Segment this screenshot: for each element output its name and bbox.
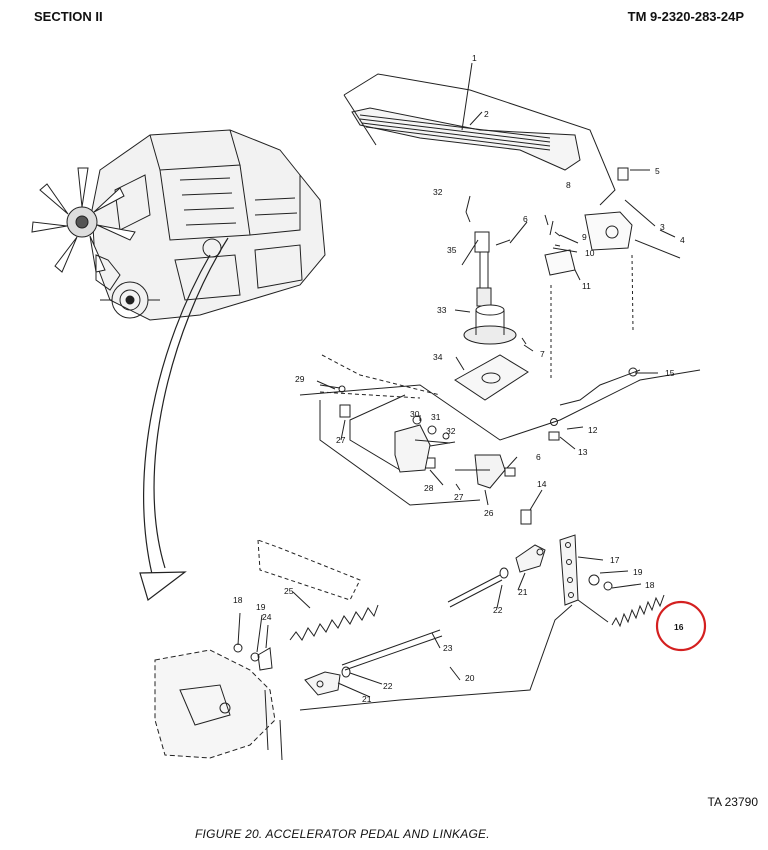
callout-25: 25 xyxy=(284,586,294,596)
callout-32: 32 xyxy=(433,187,443,197)
highlight-circle xyxy=(655,600,707,652)
callout-20: 20 xyxy=(465,673,475,683)
callout-16: 16 xyxy=(674,622,684,632)
callout-8: 8 xyxy=(566,180,571,190)
callout-14: 14 xyxy=(537,479,547,489)
callout-29: 29 xyxy=(295,374,305,384)
location-arrow xyxy=(153,237,229,569)
callout-7: 7 xyxy=(540,349,545,359)
figure-caption: FIGURE 20. ACCELERATOR PEDAL AND LINKAGE… xyxy=(195,827,490,841)
callout-26: 26 xyxy=(484,508,494,518)
callout-27: 27 xyxy=(336,435,346,445)
callout-21: 21 xyxy=(518,587,528,597)
callout-9: 9 xyxy=(582,232,587,242)
callout-24: 24 xyxy=(262,612,272,622)
callout-28: 28 xyxy=(424,483,434,493)
callout-17: 17 xyxy=(610,555,620,565)
callout-18: 18 xyxy=(233,595,243,605)
callout-23: 23 xyxy=(443,643,453,653)
callout-19: 19 xyxy=(256,602,266,612)
callout-1: 1 xyxy=(472,53,477,63)
section-label: SECTION II xyxy=(34,9,103,24)
engine-illustration xyxy=(31,129,326,321)
accelerator-pedal xyxy=(351,107,581,171)
callout-22: 22 xyxy=(383,681,393,691)
callout-15: 15 xyxy=(665,368,675,378)
callout-13: 13 xyxy=(578,447,588,457)
callout-6: 6 xyxy=(536,452,541,462)
callout-32: 32 xyxy=(446,426,456,436)
callout-34: 34 xyxy=(433,352,443,362)
ta-number: TA 23790 xyxy=(707,795,758,809)
callout-5: 5 xyxy=(655,166,660,176)
callout-31: 31 xyxy=(431,412,441,422)
callout-4: 4 xyxy=(680,235,685,245)
callout-11: 11 xyxy=(582,281,591,291)
spring-16 xyxy=(611,594,665,628)
callout-21: 21 xyxy=(362,694,372,704)
callout-35: 35 xyxy=(447,245,457,255)
callout-19: 19 xyxy=(633,567,643,577)
callout-2: 2 xyxy=(484,109,489,119)
callout-22: 22 xyxy=(493,605,503,615)
callout-33: 33 xyxy=(437,305,447,315)
callout-labels: 1 2 3 4 5 6 6 7 8 9 10 11 12 13 14 15 16… xyxy=(233,53,685,704)
callout-10: 10 xyxy=(585,248,595,258)
callout-18: 18 xyxy=(645,580,655,590)
tm-number: TM 9-2320-283-24P xyxy=(627,9,744,24)
callout-3: 3 xyxy=(660,222,665,232)
callout-12: 12 xyxy=(588,425,598,435)
callout-27: 27 xyxy=(454,492,464,502)
callout-6: 6 xyxy=(523,214,528,224)
callout-30: 30 xyxy=(410,409,420,419)
